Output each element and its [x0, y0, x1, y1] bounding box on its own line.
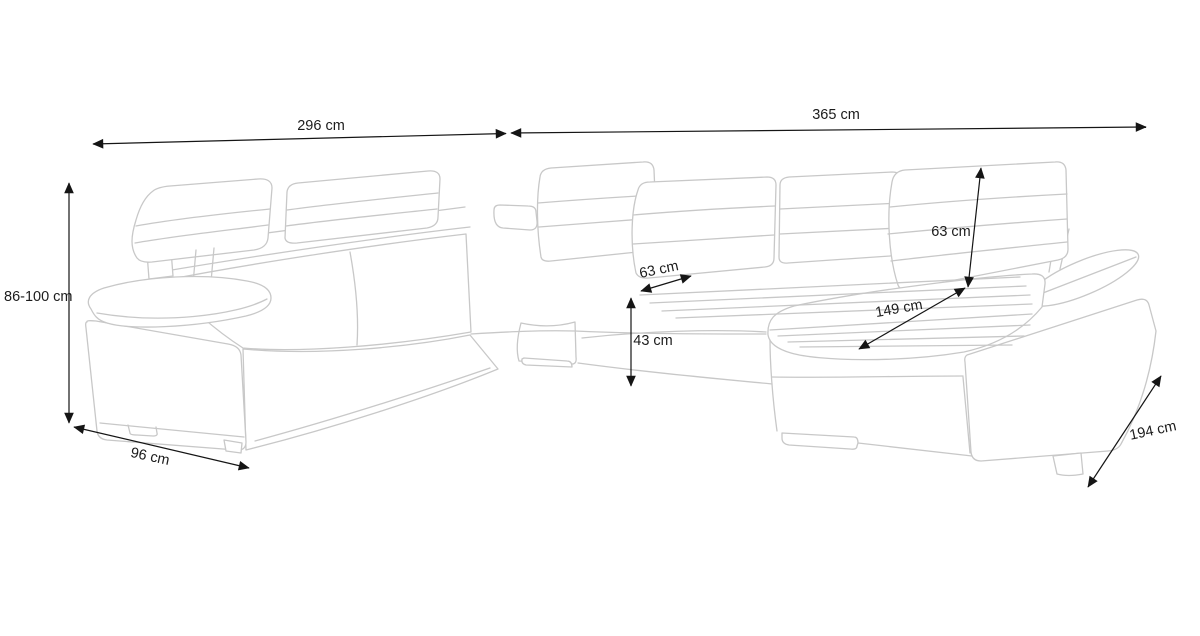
left-seats: [165, 233, 499, 451]
dimension-label-side-depth: 194 cm: [1128, 418, 1178, 444]
dimension-label-seat-height: 43 cm: [633, 333, 673, 349]
right-foot: [1052, 452, 1084, 477]
dimension-label-height-adjustable: 86-100 cm: [4, 289, 73, 305]
dimension-height-adjustable: 86-100 cm: [4, 182, 74, 424]
dimension-total-width-right: 365 cm: [510, 107, 1147, 138]
left-headrest-2: [284, 170, 441, 244]
left-foot: [223, 439, 243, 454]
dimension-label-total-width-left: 296 cm: [297, 118, 345, 134]
dimension-total-width-left: 296 cm: [92, 118, 507, 149]
sofa-drawing: [85, 161, 1157, 477]
chaise-foot: [781, 432, 859, 450]
dimension-label-backrest-height: 63 cm: [931, 224, 971, 240]
corner-foot: [521, 357, 573, 368]
middle-seat-front: [574, 330, 773, 385]
corner-console: [493, 204, 538, 231]
left-armrest-base: [85, 320, 247, 454]
corner-seat-front: [470, 321, 577, 368]
right-back-cushion-1: [631, 176, 777, 279]
dimension-label-total-width-right: 365 cm: [812, 107, 860, 123]
left-headrest-1: [131, 178, 273, 263]
corner-headrest: [536, 161, 658, 262]
dimensions: 296 cm 365 cm 86-100 cm 96 cm 63 cm 43 c…: [4, 107, 1178, 488]
dimension-backrest-height: 63 cm: [931, 167, 985, 288]
right-headrest: [887, 161, 1070, 291]
left-armrest-wing: [87, 247, 272, 328]
right-back-cushion-2: [778, 171, 902, 264]
dimension-seat-height: 43 cm: [626, 297, 673, 387]
